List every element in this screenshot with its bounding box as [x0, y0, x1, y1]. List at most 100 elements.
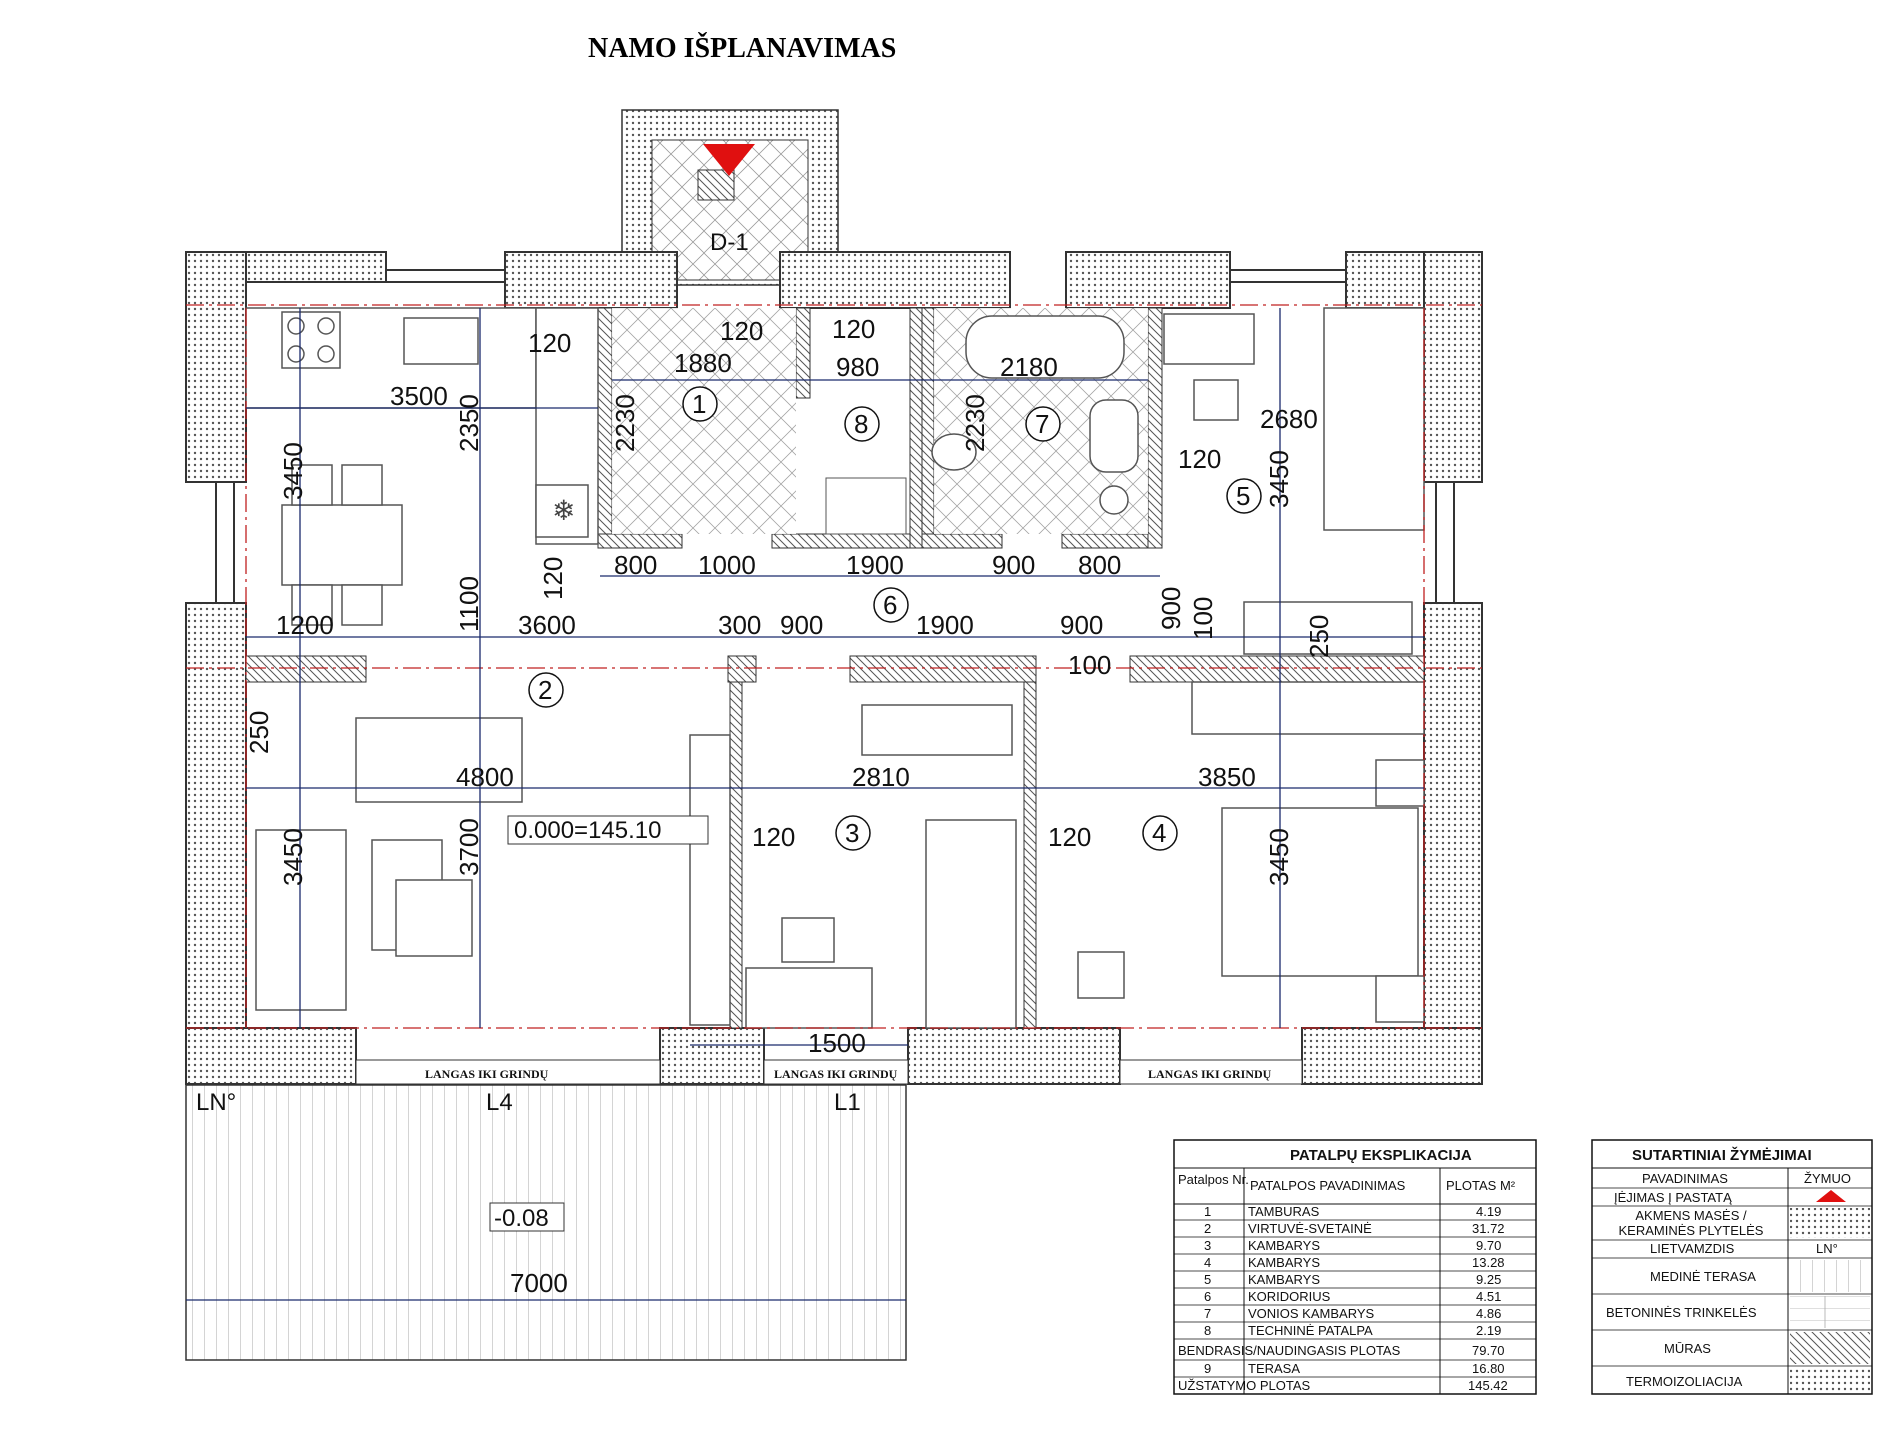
- technical-equipment: [825, 477, 907, 535]
- window-label-1: LANGAS IKI GRINDŲ: [425, 1067, 549, 1081]
- dim-3500: 3500: [390, 381, 448, 411]
- dim-900: 900: [1060, 610, 1103, 640]
- table-cell: 8: [1204, 1323, 1211, 1338]
- explication-header-nr: Patalpos Nr.: [1178, 1172, 1249, 1187]
- table-cell: 1: [1204, 1204, 1211, 1219]
- dim-2230: 2230: [610, 394, 640, 452]
- legend-title: SUTARTINIAI ŽYMĖJIMAI: [1632, 1146, 1812, 1164]
- dim-3600: 3600: [518, 610, 576, 640]
- table-cell: 6: [1204, 1289, 1211, 1304]
- inner-walls: [245, 307, 1425, 1029]
- dim-3700: 3700: [454, 818, 484, 876]
- dim-800: 800: [614, 550, 657, 580]
- dim-1900: 1900: [916, 610, 974, 640]
- bedroom3-furniture: [745, 704, 1017, 1029]
- table-cell: 4.86: [1476, 1306, 1501, 1321]
- dim-4800: 4800: [456, 762, 514, 792]
- dim-120: 120: [720, 316, 763, 346]
- masonry-pattern-icon: [1790, 1332, 1870, 1364]
- table-cell: 16.80: [1472, 1361, 1505, 1376]
- dimension-texts: 120 3500 1880 120 980 120 2180 2680 120 …: [244, 314, 1334, 1298]
- dim-120: 120: [752, 822, 795, 852]
- table-cell: 9: [1204, 1361, 1211, 1376]
- dim-2350: 2350: [454, 394, 484, 452]
- room-number-1: 1: [692, 389, 706, 419]
- legend-item: TERMOIZOLIACIJA: [1626, 1374, 1743, 1389]
- entry-marker-icon: [703, 144, 755, 176]
- table-cell: 4.19: [1476, 1204, 1501, 1219]
- legend-item: ĮĖJIMAS Į PASTATĄ: [1614, 1190, 1732, 1205]
- plan-title: NAMO IŠPLANAVIMAS: [588, 33, 896, 64]
- table-built-value: 145.42: [1468, 1378, 1508, 1393]
- terrace-elevation-box: [489, 1202, 565, 1232]
- dim-3450: 3450: [278, 828, 308, 886]
- table-cell: 2: [1204, 1221, 1211, 1236]
- dim-2230: 2230: [960, 394, 990, 452]
- tile-pattern-icon: [1790, 1208, 1870, 1238]
- table-total-value: 79.70: [1472, 1343, 1505, 1358]
- table-cell: VIRTUVĖ-SVETAINĖ: [1248, 1221, 1372, 1236]
- wood-terrace-pattern-icon: [1790, 1260, 1870, 1292]
- kitchen-furniture: [245, 307, 599, 626]
- bath-fixtures: [931, 315, 1139, 515]
- dim-900: 900: [1156, 587, 1186, 630]
- room-number-2: 2: [538, 675, 552, 705]
- dimension-lines: [186, 308, 1424, 1301]
- dim-300: 300: [718, 610, 761, 640]
- legend-item: MEDINĖ TERASA: [1650, 1269, 1756, 1284]
- room-number-5: 5: [1236, 481, 1250, 511]
- bedroom5-furniture: [1163, 307, 1425, 655]
- explication-table: PATALPŲ EKSPLIKACIJA Patalpos Nr. PATALP…: [1173, 1139, 1537, 1395]
- table-cell: 4.51: [1476, 1289, 1501, 1304]
- dim-120: 120: [538, 557, 568, 600]
- bedroom4-furniture: [1077, 681, 1425, 1023]
- dim-7000: 7000: [510, 1268, 568, 1298]
- dim-250: 250: [244, 711, 274, 754]
- table-cell: 9.70: [1476, 1238, 1501, 1253]
- table-cell: 31.72: [1472, 1221, 1505, 1236]
- table-cell: TAMBURAS: [1248, 1204, 1320, 1219]
- table-cell: VONIOS KAMBARYS: [1248, 1306, 1375, 1321]
- dim-800: 800: [1078, 550, 1121, 580]
- room-number-6: 6: [883, 590, 897, 620]
- outer-walls: [185, 251, 1483, 1085]
- dim-980: 980: [836, 352, 879, 382]
- dim-1200: 1200: [276, 610, 334, 640]
- door-mat: [697, 169, 735, 201]
- main-elevation-box: [507, 815, 709, 845]
- dim-3450: 3450: [1264, 828, 1294, 886]
- fridge-icon: ❄: [552, 496, 575, 527]
- legend-item: LIETVAMZDIS: [1650, 1241, 1735, 1256]
- dim-100: 100: [1068, 650, 1111, 680]
- main-elevation: 0.000=145.10: [514, 817, 661, 844]
- legend-header-symbol: ŽYMUO: [1804, 1171, 1851, 1186]
- dim-3850: 3850: [1198, 762, 1256, 792]
- dim-100: 100: [1188, 597, 1218, 640]
- dim-1000: 1000: [698, 550, 756, 580]
- room-number-7: 7: [1035, 409, 1049, 439]
- axis-label-l1: L1: [834, 1089, 861, 1116]
- table-cell: 7: [1204, 1306, 1211, 1321]
- table-cell: 13.28: [1472, 1255, 1505, 1270]
- dim-120: 120: [1048, 822, 1091, 852]
- table-cell: KAMBARYS: [1248, 1238, 1320, 1253]
- table-cell: 4: [1204, 1255, 1211, 1270]
- table-total-label: BENDRASIS/NAUDINGASIS PLOTAS: [1178, 1343, 1401, 1358]
- dim-3450: 3450: [278, 442, 308, 500]
- axis-label-l4: L4: [486, 1089, 513, 1116]
- dim-120: 120: [1178, 444, 1221, 474]
- entry-marker-icon: [1816, 1190, 1846, 1202]
- axis-label-ln: LN°: [196, 1089, 236, 1116]
- terrace-elevation: -0.08: [494, 1205, 549, 1232]
- axis-lines: [186, 304, 1482, 1029]
- table-cell: KAMBARYS: [1248, 1272, 1320, 1287]
- room-number-4: 4: [1152, 818, 1166, 848]
- table-cell: TERASA: [1248, 1361, 1300, 1376]
- dim-1880: 1880: [674, 348, 732, 378]
- room-number-8: 8: [854, 409, 868, 439]
- legend-item: MŪRAS: [1664, 1341, 1711, 1356]
- downpipe-symbol: LN°: [1816, 1241, 1838, 1256]
- table-built-label: UŽSTATYMO PLOTAS: [1178, 1378, 1311, 1393]
- dim-120: 120: [832, 314, 875, 344]
